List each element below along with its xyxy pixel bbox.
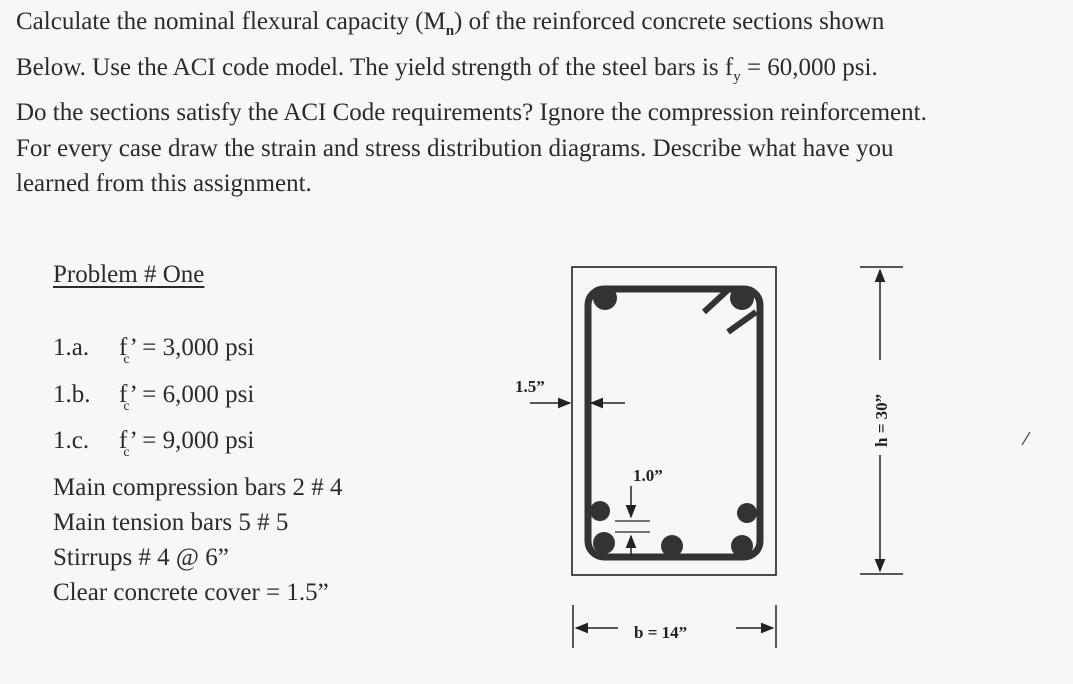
stirrup-hook: [726, 309, 758, 335]
case-value: ’ = 6,000 psi: [129, 380, 255, 408]
case-subscript: c: [123, 352, 130, 367]
case-row: 1.c. fc’ = 9,000 psi: [53, 424, 254, 471]
problem-statement: Calculate the nominal flexural capacity …: [16, 4, 1066, 202]
statement-line-5: learned from this assignment.: [16, 170, 312, 197]
problem-heading: Problem # One: [53, 261, 205, 288]
case-id: 1.b.: [53, 380, 91, 408]
statement-text: ) of the reinforced concrete sections sh…: [454, 8, 885, 35]
tension-bar: [661, 535, 683, 557]
height-dimension-label: h = 30”: [872, 394, 891, 447]
stirrups-spec: Stirrups # 4 @ 6”: [53, 544, 229, 571]
cover-dimension-label: 1.5”: [515, 377, 545, 396]
statement-text: = 60,000 psi.: [740, 53, 878, 81]
subscript: n: [445, 23, 455, 39]
tension-bar: [731, 535, 753, 557]
case-subscript: c: [123, 445, 130, 460]
section-specifications: Main compression bars 2 # 4 Main tension…: [53, 470, 343, 610]
case-symbol: f: [119, 427, 128, 454]
case-symbol: f: [119, 334, 128, 361]
width-dimension-label: b = 14”: [634, 623, 687, 642]
tension-bars-spec: Main tension bars 5 # 5: [53, 509, 289, 536]
case-value: ’ = 9,000 psi: [129, 427, 255, 454]
concrete-section-outline: [571, 266, 777, 576]
case-row: 1.b. fc’ = 6,000 psi: [53, 378, 254, 425]
case-id: 1.c.: [53, 427, 90, 454]
case-value: ’ = 3,000 psi: [129, 334, 255, 361]
compression-bars-spec: Main compression bars 2 # 4: [53, 474, 343, 501]
stirrup-hook: [701, 285, 733, 315]
statement-text: Below. Use the ACI code model. The yield…: [16, 53, 734, 81]
pen-mark: [1021, 431, 1031, 446]
tension-bar: [737, 503, 757, 523]
stirrup: [584, 285, 764, 561]
case-row: 1.a. fc’ = 3,000 psi: [53, 331, 254, 378]
statement-line-3: Do the sections satisfy the ACI Code req…: [16, 99, 927, 126]
cover-spec: Clear concrete cover = 1.5”: [53, 579, 329, 606]
statement-line-2: Below. Use the ACI code model. The yield…: [16, 50, 1066, 96]
compression-bar: [730, 286, 754, 310]
statement-line-4: For every case draw the strain and stres…: [16, 134, 894, 162]
spacing-dimension-label: 1.0”: [633, 466, 663, 485]
statement-text: Calculate the nominal flexural capacity …: [16, 8, 446, 35]
compression-bar: [593, 286, 617, 310]
subscript: y: [733, 68, 741, 85]
tension-bar: [593, 532, 615, 554]
case-id: 1.a.: [53, 334, 90, 361]
concrete-strength-cases: 1.a.fc’ = 3,000 psi 1.b.fc’ = 6,000 psi …: [53, 331, 254, 471]
case-subscript: c: [123, 398, 130, 414]
tension-bar: [590, 501, 610, 521]
statement-line-1: Calculate the nominal flexural capacity …: [16, 4, 1066, 50]
case-symbol: f: [119, 380, 128, 408]
